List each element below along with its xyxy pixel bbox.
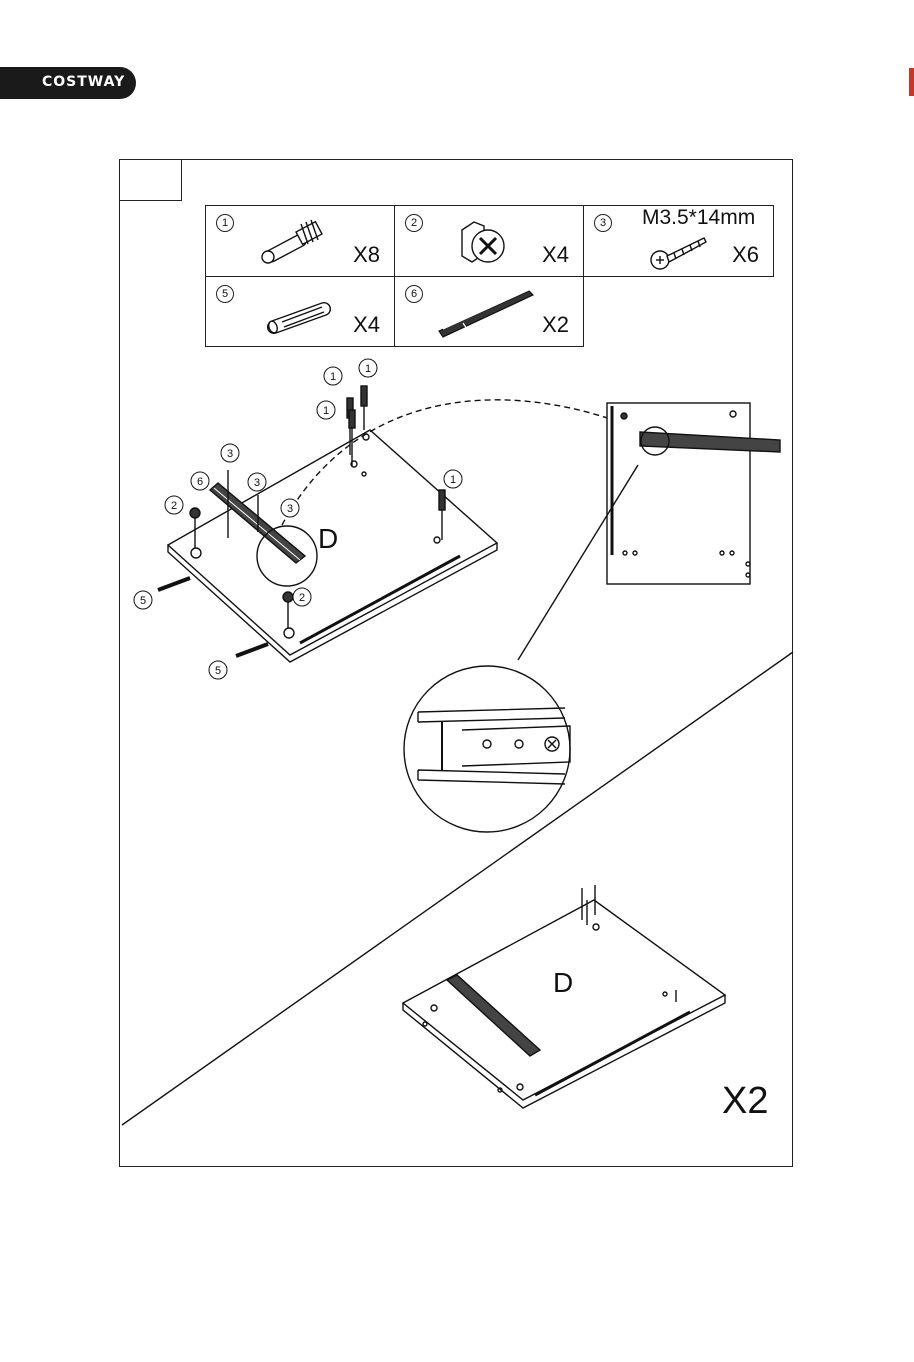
result-panel-label: D [553,967,573,998]
panel-label: D [318,523,338,554]
callout-1: 1 [317,401,335,419]
detail-magnifier [404,666,570,832]
callout-3: 3 [221,444,239,462]
svg-text:2: 2 [299,592,305,604]
svg-text:2: 2 [171,500,177,512]
svg-text:6: 6 [197,476,203,488]
svg-text:5: 5 [215,665,221,677]
callout-2: 2 [165,496,183,514]
svg-text:1: 1 [365,363,371,375]
callout-3: 3 [248,473,266,491]
svg-text:3: 3 [227,448,233,460]
callout-3: 3 [281,499,299,517]
svg-text:3: 3 [254,477,260,489]
callout-5: 5 [209,661,227,679]
callout-5: 5 [134,591,152,609]
svg-text:5: 5 [140,595,146,607]
svg-text:1: 1 [330,371,336,383]
callout-6: 6 [191,472,209,490]
callout-1: 1 [324,367,342,385]
callout-1: 1 [444,470,462,488]
callout-2: 2 [293,588,311,606]
callout-1: 1 [359,359,377,377]
side-panel [607,403,750,584]
svg-text:3: 3 [287,503,293,515]
svg-text:1: 1 [323,405,329,417]
result-quantity: X2 [722,1080,768,1123]
svg-text:1: 1 [450,474,456,486]
